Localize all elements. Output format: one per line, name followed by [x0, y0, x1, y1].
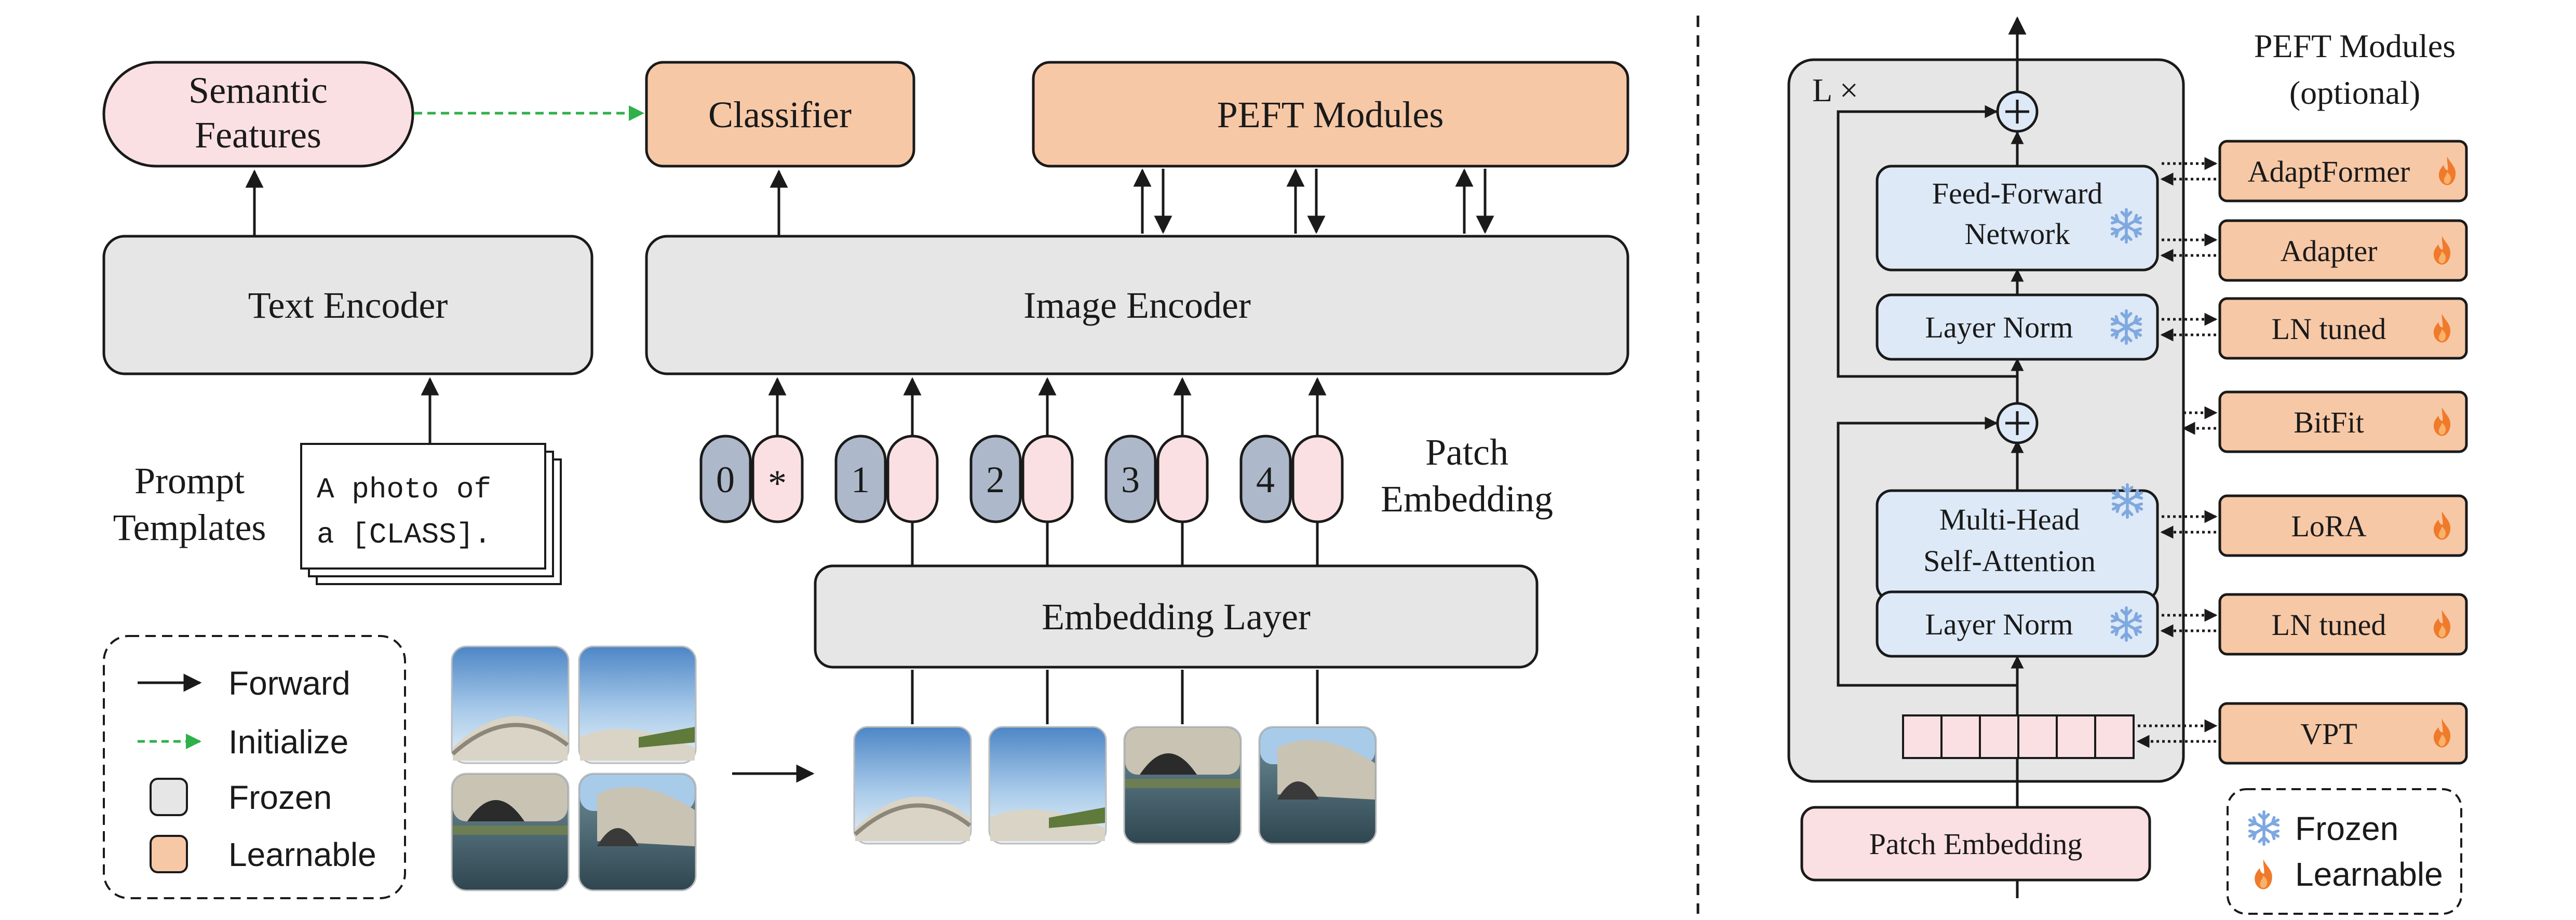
multi-head-self-attention-box: Multi-Head Self-Attention — [1876, 485, 2159, 601]
ffn-label-line2: Network — [1965, 217, 2070, 251]
classifier-label: Classifier — [708, 94, 852, 136]
legend-frozen-swatch — [150, 778, 188, 816]
token-index-4: 4 — [1256, 459, 1275, 500]
legend-snowflake-icon — [2250, 812, 2278, 845]
feed-forward-network-box: Feed-Forward Network — [1876, 165, 2159, 272]
residual-add-bottom — [1996, 402, 2039, 444]
token-pair-2: 2 — [969, 435, 1074, 523]
module-bitfit-label: BitFit — [2294, 405, 2364, 439]
patch-tiles — [853, 726, 1377, 845]
token-to-encoder-arrows — [768, 377, 1327, 436]
module-lora-label: LoRA — [2291, 509, 2367, 543]
loop-label: L × — [1812, 72, 1858, 109]
patch-embedding-box-label: Patch Embedding — [1869, 827, 2083, 861]
module-adaptformer-label: AdaptFormer — [2248, 155, 2410, 188]
peft-modules-title-line2: (optional) — [2289, 74, 2420, 111]
patch-embedding-label-line1: Patch — [1425, 431, 1508, 473]
module-ln-tuned-top: LN tuned — [2218, 297, 2468, 360]
semantic-features-line1: Semantic — [188, 70, 328, 111]
legend-initialize-label: Initialize — [228, 723, 348, 761]
module-ln-tuned-bottom-label: LN tuned — [2272, 608, 2386, 642]
input-tile-bottom-left — [451, 773, 570, 891]
prompt-templates-label-line1: Prompt — [134, 460, 245, 502]
token-pair-0: 0 * — [699, 435, 804, 523]
token-prompt-star: * — [768, 463, 787, 504]
prompt-text-line2: a [CLASS]. — [317, 518, 491, 551]
legend-learnable-label: Learnable — [228, 836, 376, 873]
residual-add-top — [1996, 90, 2039, 133]
legend-right-learnable-label: Learnable — [2295, 856, 2443, 893]
token-index-1: 1 — [851, 459, 870, 500]
module-lora: LoRA — [2218, 494, 2468, 557]
peft-modules-label: PEFT Modules — [1217, 94, 1444, 136]
encoder-peft-arrows — [1133, 168, 1494, 234]
module-ln-tuned-top-label: LN tuned — [2272, 312, 2386, 346]
input-tile-top-right — [578, 645, 697, 764]
patch-embedding-box: Patch Embedding — [1800, 806, 2151, 882]
token-index-0: 0 — [716, 459, 735, 500]
token-pair-4: 4 — [1239, 435, 1344, 523]
module-adapter-label: Adapter — [2281, 234, 2378, 268]
legend-learnable-swatch — [150, 835, 188, 873]
embedding-layer-label: Embedding Layer — [1042, 596, 1311, 638]
legend-frozen-label: Frozen — [228, 779, 332, 816]
patch-tile-4 — [1258, 726, 1377, 845]
image-encoder-label: Image Encoder — [1023, 285, 1251, 326]
module-bitfit: BitFit — [2218, 390, 2468, 453]
layer-norm-top-box: Layer Norm — [1876, 293, 2159, 361]
legend-forward-label: Forward — [228, 665, 350, 702]
patch-to-embedding-lines — [911, 670, 1319, 724]
prompt-template-cards: A photo of a [CLASS]. — [300, 443, 562, 585]
image-encoder-box: Image Encoder — [645, 235, 1629, 375]
layer-norm-bottom-node-box: Layer Norm — [1876, 590, 2159, 658]
module-vpt: VPT — [2218, 702, 2468, 765]
peft-modules-title-line1: PEFT Modules — [2254, 28, 2456, 64]
layer-norm-top-label: Layer Norm — [1925, 310, 2073, 344]
input-tile-bottom-right — [578, 773, 697, 891]
legend-flame-icon — [2255, 859, 2272, 889]
mhsa-label-line2: Self-Attention — [1923, 544, 2096, 578]
token-index-3: 3 — [1121, 459, 1140, 500]
prompt-text-line1: A photo of — [317, 473, 491, 506]
mhsa-label-line1: Multi-Head — [1939, 503, 2080, 536]
module-vpt-label: VPT — [2300, 717, 2357, 751]
patch-tile-3 — [1123, 726, 1242, 845]
module-adaptformer: AdaptFormer — [2218, 140, 2468, 202]
token-pair-3: 3 — [1104, 435, 1209, 523]
legend-right: Frozen Learnable — [2227, 788, 2462, 915]
text-encoder-box: Text Encoder — [102, 235, 594, 375]
classifier-box: Classifier — [645, 61, 915, 168]
vpt-token-strip — [1902, 714, 2135, 759]
legend-left: Forward Initialize Frozen Learnable — [103, 635, 406, 899]
token-pair-1: 1 — [834, 435, 939, 523]
input-image-tiles — [451, 645, 697, 891]
module-adapter: Adapter — [2218, 219, 2468, 282]
token-index-2: 2 — [986, 459, 1005, 500]
legend-right-frozen-label: Frozen — [2295, 810, 2398, 847]
module-ln-tuned-bottom: LN tuned — [2218, 593, 2468, 656]
embedding-layer-box: Embedding Layer — [814, 564, 1539, 669]
patch-tile-2 — [988, 726, 1107, 845]
semantic-features-line2: Features — [195, 114, 321, 156]
layer-norm-bottom-label: Layer Norm — [1925, 607, 2073, 641]
input-tile-top-left — [451, 645, 570, 764]
peft-modules-box: PEFT Modules — [1032, 61, 1629, 168]
module-connectors — [2136, 157, 2218, 748]
patch-tile-1 — [853, 726, 972, 845]
semantic-features-box: Semantic Features — [102, 61, 414, 168]
text-encoder-label: Text Encoder — [248, 285, 448, 326]
patch-embedding-label-line2: Embedding — [1381, 478, 1553, 520]
prompt-templates-label-line2: Templates — [113, 507, 266, 548]
embedding-to-token-lines — [911, 522, 1319, 566]
ffn-label-line1: Feed-Forward — [1932, 177, 2103, 210]
